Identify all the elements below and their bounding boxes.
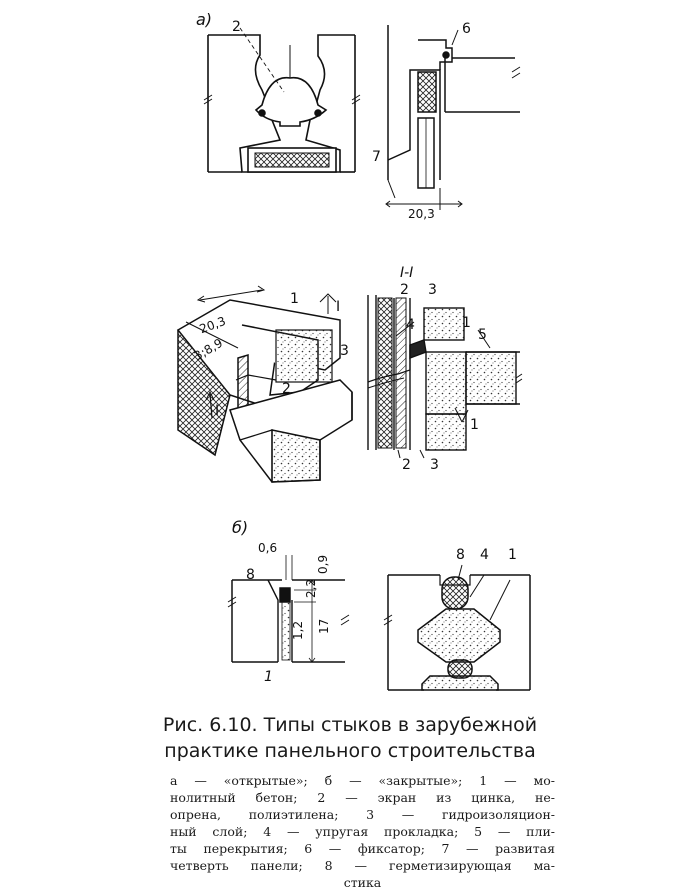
label-8-b-left: 8	[246, 567, 255, 583]
dimension-20-3-a: 20,3	[408, 207, 435, 221]
panel-a-label: а)	[196, 10, 213, 29]
label-5-sec: 5	[478, 327, 487, 343]
section-mark-top: I	[336, 299, 341, 315]
figure-drawings	[176, 25, 531, 691]
open-joint-plan	[203, 27, 361, 173]
label-4-sec: 4	[406, 317, 415, 333]
label-2-sec-bottom: 2	[402, 457, 411, 473]
dimension-1-2: 1,2	[291, 620, 305, 640]
label-4-b-right: 4	[480, 547, 489, 563]
caption-legend-line: стика	[343, 875, 382, 890]
label-3-sec-top: 3	[428, 282, 437, 298]
label-1-b-right: 1	[508, 547, 517, 563]
section-I-I	[367, 295, 523, 459]
dimension-0-6: 0,6	[258, 541, 278, 555]
label-6: 6	[462, 21, 471, 37]
joint-isometric	[176, 285, 353, 483]
dimension-17: 17	[317, 618, 331, 634]
caption-legend-line: а — «открытые»; б — «закрытые»; 1 — мо-	[170, 773, 555, 788]
caption-legend-line: ты перекрытия; 6 — фиксатор; 7 — развита…	[170, 841, 555, 856]
figure-caption-legend: а — «открытые»; б — «закрытые»; 1 — мо- …	[170, 772, 555, 891]
label-7: 7	[372, 149, 381, 165]
caption-legend-line: нолитный бетон; 2 — экран из цинка, не-	[170, 790, 555, 805]
label-1-sec-top: 1	[462, 315, 471, 331]
label-8-b-right: 8	[456, 547, 465, 563]
dimension-2-2: 2,2	[304, 578, 318, 598]
label-3-iso: 3	[340, 343, 349, 359]
caption-legend-line: четверть панели; 8 — герметизирующая ма-	[170, 858, 555, 873]
label-2-a: 2	[232, 19, 241, 35]
label-1-sec-bottom: 1	[470, 417, 479, 433]
label-2-iso: 2	[282, 381, 291, 397]
caption-legend-line: опрена, полиэтилена; 3 — гидроизоляцион-	[170, 807, 555, 822]
section-title: I-I	[400, 265, 414, 281]
caption-legend-line: ный слой; 4 — упругая прокладка; 5 — пли…	[170, 824, 555, 839]
caption-title-line: Рис. 6.10. Типы стыков в зарубежной	[162, 714, 538, 736]
closed-joint-plan	[227, 555, 350, 663]
closed-joint-section	[383, 564, 531, 691]
label-1-b-left: 1	[264, 669, 273, 685]
section-mark-bottom: I	[215, 403, 220, 419]
panel-b-label: б)	[232, 518, 249, 537]
open-joint-section	[385, 25, 521, 210]
label-2-sec-top: 2	[400, 282, 409, 298]
figure-caption-title: Рис. 6.10. Типы стыков в зарубежной прак…	[0, 712, 700, 764]
dimension-0-9: 0,9	[316, 554, 330, 574]
label-1-iso: 1	[290, 291, 299, 307]
caption-title-line: практике панельного строительства	[164, 740, 536, 762]
label-3-sec-bottom: 3	[430, 457, 439, 473]
